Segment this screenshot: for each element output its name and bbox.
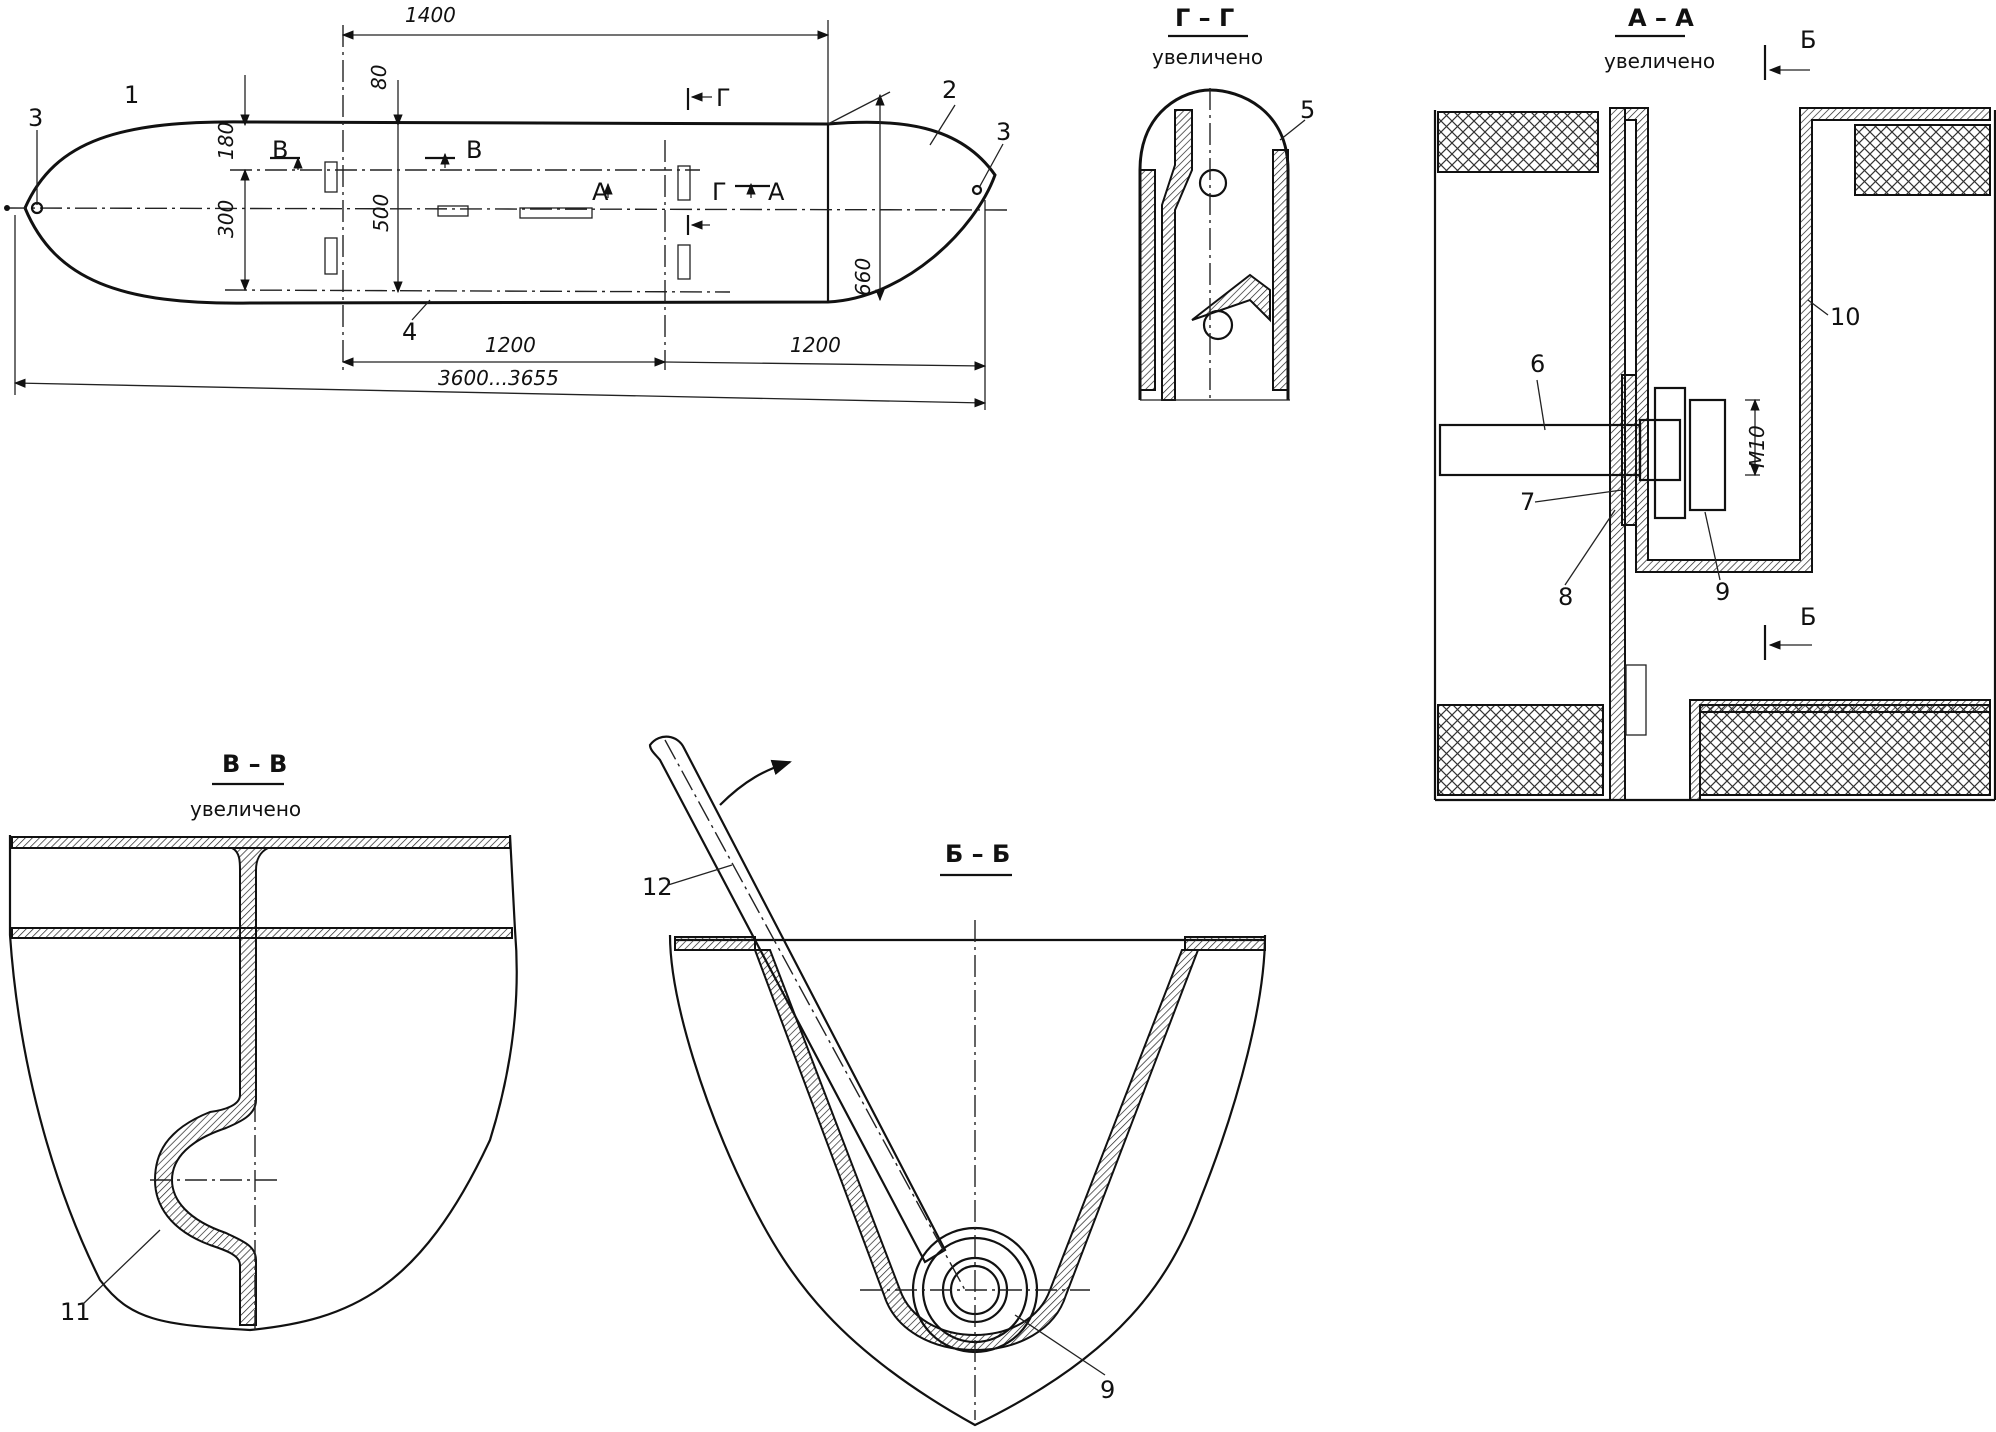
mark-b-top: Б <box>1800 26 1816 54</box>
section-g-g: Г – Г увеличено 5 <box>1138 4 1315 401</box>
section-bb-title: Б – Б <box>945 840 1010 868</box>
label-12: 12 <box>642 873 673 901</box>
float-outline <box>23 120 997 305</box>
dim-3600-3655: 3600...3655 <box>438 366 559 390</box>
section-v-v: В – В увеличено 11 <box>8 750 518 1332</box>
dim-80: 80 <box>367 65 391 90</box>
eye-right <box>971 184 983 196</box>
section-vv-subtitle: увеличено <box>190 797 301 821</box>
section-b-b: Б – Б 12 9 <box>642 735 1267 1427</box>
slot-1 <box>437 205 469 217</box>
label-2: 2 <box>942 76 957 104</box>
mark-b-bottom: Б <box>1800 603 1816 631</box>
mark-a-plan: А <box>592 178 609 206</box>
label-4: 4 <box>402 318 417 346</box>
fitting-2 <box>324 237 338 275</box>
dim-1400: 1400 <box>405 3 456 27</box>
section-a-a: А – А увеличено Б Б M10 6 7 8 9 10 <box>1433 4 1996 802</box>
slot-2 <box>519 207 593 219</box>
longitudinal-axis <box>4 207 1011 211</box>
section-gg-title: Г – Г <box>1175 4 1234 32</box>
dim-m10: M10 <box>1745 425 1769 468</box>
label-1: 1 <box>124 81 139 109</box>
fitting-1 <box>324 161 338 193</box>
mark-g-top: Г <box>716 84 731 112</box>
dim-180: 180 <box>214 122 238 160</box>
section-gg-subtitle: увеличено <box>1152 45 1263 69</box>
dim-500: 500 <box>369 194 393 232</box>
mark-a-right: А <box>768 178 785 206</box>
dim-660: 660 <box>851 258 875 296</box>
dim-1200-a: 1200 <box>485 333 536 357</box>
dim-1200-b: 1200 <box>790 333 841 357</box>
label-7: 7 <box>1520 488 1535 516</box>
label-8: 8 <box>1558 583 1573 611</box>
plan-view: 1400 3600...3655 1200 1200 180 300 80 50… <box>4 3 1011 410</box>
section-aa-subtitle: увеличено <box>1604 49 1715 73</box>
section-vv-title: В – В <box>222 750 287 778</box>
label-11: 11 <box>60 1298 91 1326</box>
fitting-3 <box>677 165 691 201</box>
label-9-aa: 9 <box>1715 578 1730 606</box>
label-10: 10 <box>1830 303 1861 331</box>
mark-v-right: В <box>466 136 482 164</box>
label-3-left: 3 <box>28 104 43 132</box>
tip-point <box>4 205 10 211</box>
label-5: 5 <box>1300 96 1315 124</box>
lower-beam-axis <box>224 289 731 293</box>
section-aa-title: А – А <box>1628 4 1694 32</box>
mark-g-side: Г <box>712 178 727 206</box>
mark-v-left: В <box>272 136 288 164</box>
label-6: 6 <box>1530 350 1545 378</box>
dim-300: 300 <box>214 200 238 238</box>
label-9-bb: 9 <box>1100 1376 1115 1404</box>
label-3-right: 3 <box>996 118 1011 146</box>
fitting-4 <box>677 244 691 280</box>
